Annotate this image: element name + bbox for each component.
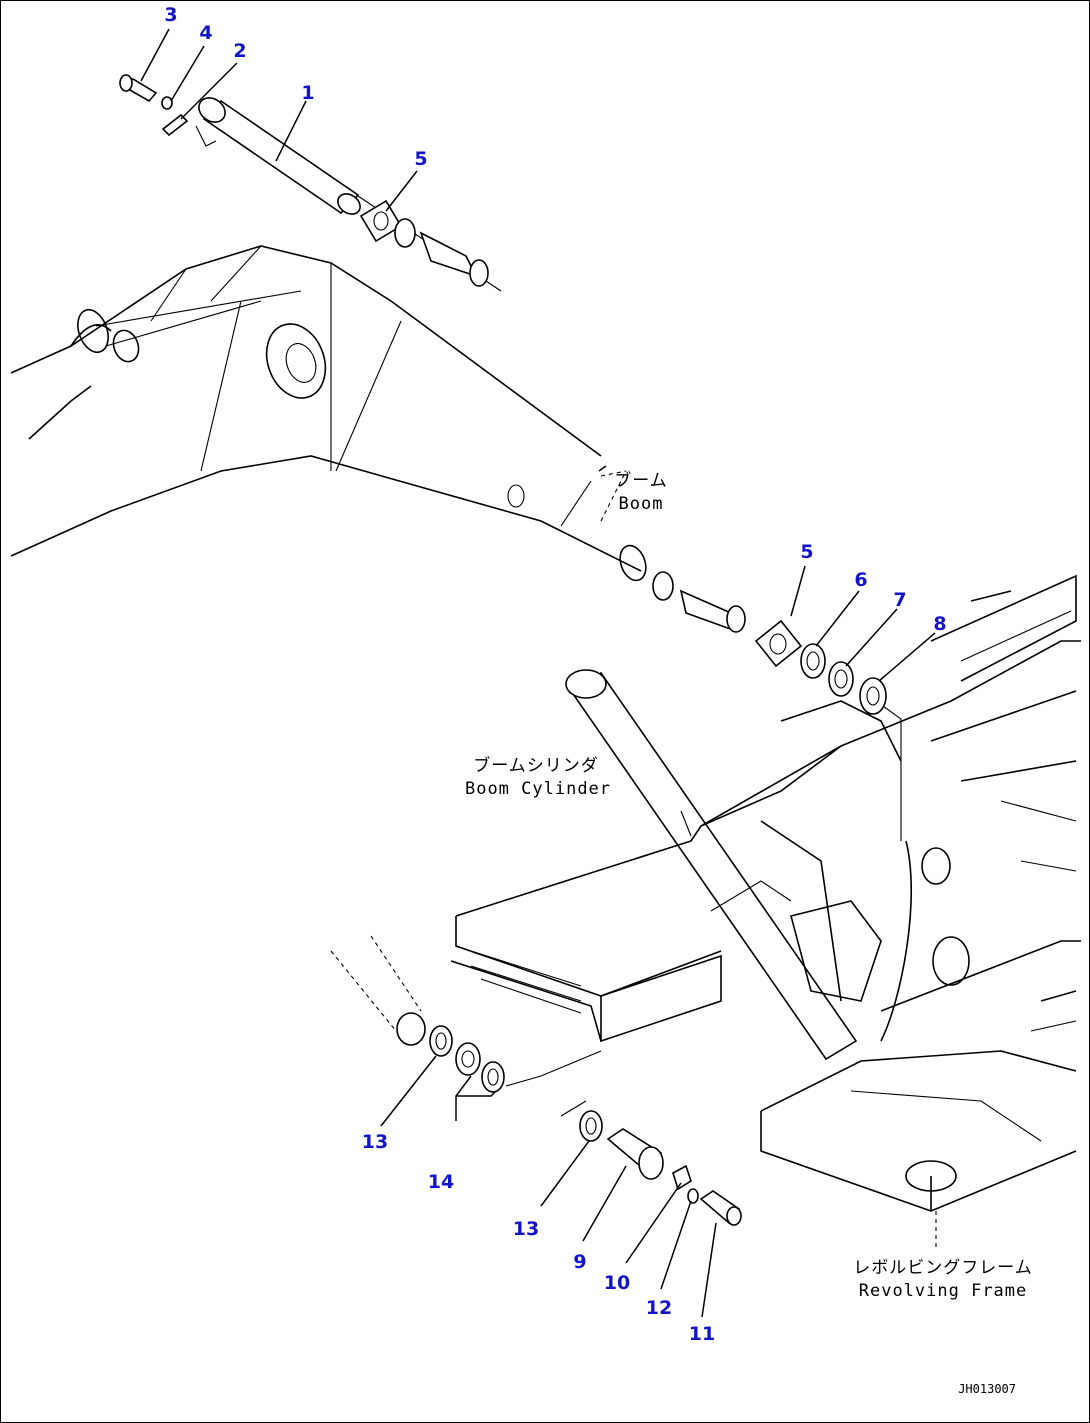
lower-pin-9 — [560, 1100, 742, 1226]
leader-lines — [140, 28, 936, 1318]
label-boom-cylinder-en: Boom Cylinder — [465, 779, 611, 799]
callout-11: 11 — [689, 1323, 715, 1345]
spring-pin-2 — [161, 113, 189, 137]
label-revolving-frame-jp: レボルビングフレーム — [853, 1258, 1033, 1278]
callout-1: 1 — [301, 82, 314, 104]
middle-bushings — [652, 571, 902, 841]
callouts: 3 4 2 1 5 5 6 7 8 13 14 13 9 10 12 11 — [164, 4, 946, 1345]
label-boom-cylinder-jp: ブームシリンダ — [473, 755, 599, 776]
label-boom-en: Boom — [619, 494, 664, 514]
callout-2: 2 — [233, 40, 246, 62]
callout-10: 10 — [604, 1272, 630, 1294]
callout-5-middle: 5 — [800, 541, 813, 563]
callout-7: 7 — [893, 589, 906, 611]
upper-shims-5 — [359, 199, 489, 287]
bolt-3 — [119, 74, 158, 103]
part-labels: ブーム Boom ブームシリンダ Boom Cylinder レボルビングフレー… — [465, 470, 1033, 1396]
callout-5-upper: 5 — [414, 148, 427, 170]
lower-shims — [429, 1025, 602, 1093]
callout-13-left: 13 — [362, 1131, 388, 1153]
callout-9: 9 — [573, 1251, 586, 1273]
callout-4: 4 — [199, 22, 212, 44]
label-boom-jp: ブーム — [614, 470, 668, 491]
callout-8: 8 — [933, 613, 946, 635]
callout-12: 12 — [646, 1297, 672, 1319]
revolving-frame — [450, 574, 1081, 1251]
cylinder-rod-end — [330, 935, 426, 1046]
boom-cylinder — [565, 669, 858, 1061]
drawing-code: JH013007 — [958, 1382, 1016, 1396]
callout-13-right: 13 — [513, 1218, 539, 1240]
boom-structure — [10, 245, 647, 582]
callout-3: 3 — [164, 4, 177, 26]
label-revolving-frame-en: Revolving Frame — [859, 1281, 1028, 1301]
washer-4 — [161, 96, 173, 110]
callout-14: 14 — [428, 1171, 454, 1193]
callout-6: 6 — [854, 569, 867, 591]
